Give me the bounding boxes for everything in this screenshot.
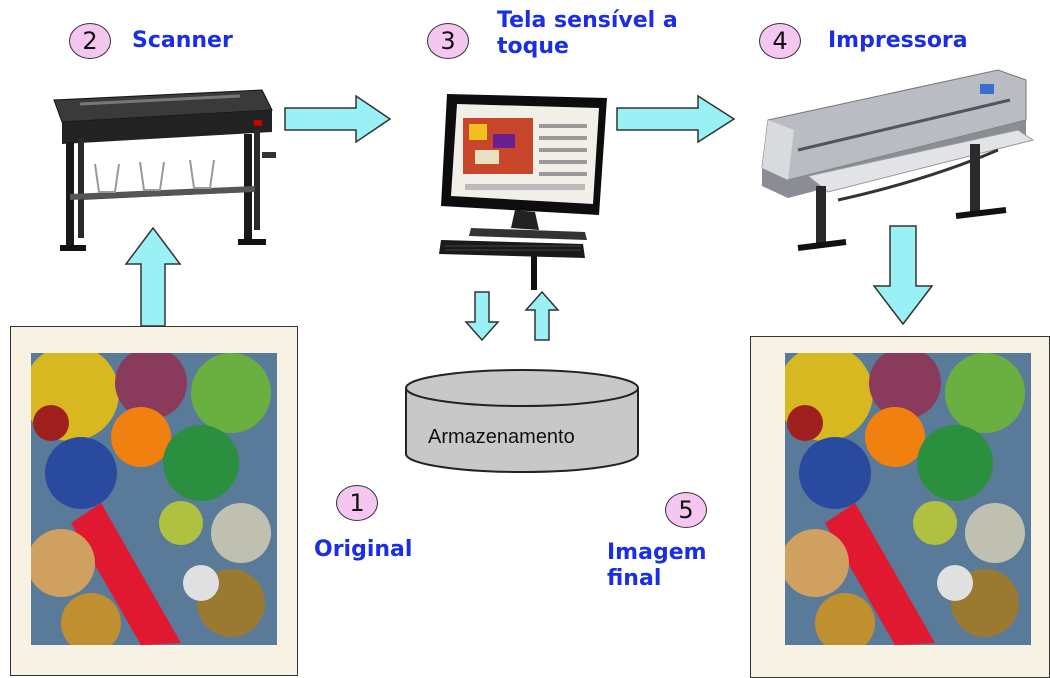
step-3-label: Tela sensível a toque <box>497 8 678 59</box>
step-2-badge: 2 <box>69 23 111 59</box>
arrow-monitor-to-storage <box>464 291 500 342</box>
step-3-badge: 3 <box>427 23 469 59</box>
arrow-scanner-to-monitor <box>284 94 392 144</box>
arrow-monitor-to-printer <box>616 94 736 144</box>
storage-label: Armazenamento <box>428 426 575 448</box>
final-image-frame <box>750 336 1050 678</box>
arrow-original-to-scanner <box>124 226 182 327</box>
step-1-label: Original <box>314 537 413 562</box>
step-5-label: Imagem final <box>607 540 707 591</box>
arrow-storage-to-monitor <box>524 290 560 341</box>
arrow-printer-to-final <box>872 225 934 326</box>
storage-cylinder <box>405 369 639 473</box>
scanner-illustration <box>53 89 276 251</box>
original-image-frame <box>10 326 298 676</box>
printer-illustration <box>761 69 1035 251</box>
step-4-label: Impressora <box>828 28 968 53</box>
step-5-badge: 5 <box>665 492 707 528</box>
step-4-badge: 4 <box>759 23 801 59</box>
original-fruit-photo <box>31 353 277 645</box>
final-fruit-photo <box>785 353 1031 645</box>
step-2-label: Scanner <box>132 28 233 53</box>
step-1-badge: 1 <box>336 485 378 521</box>
touchscreen-monitor-illustration <box>439 94 607 290</box>
